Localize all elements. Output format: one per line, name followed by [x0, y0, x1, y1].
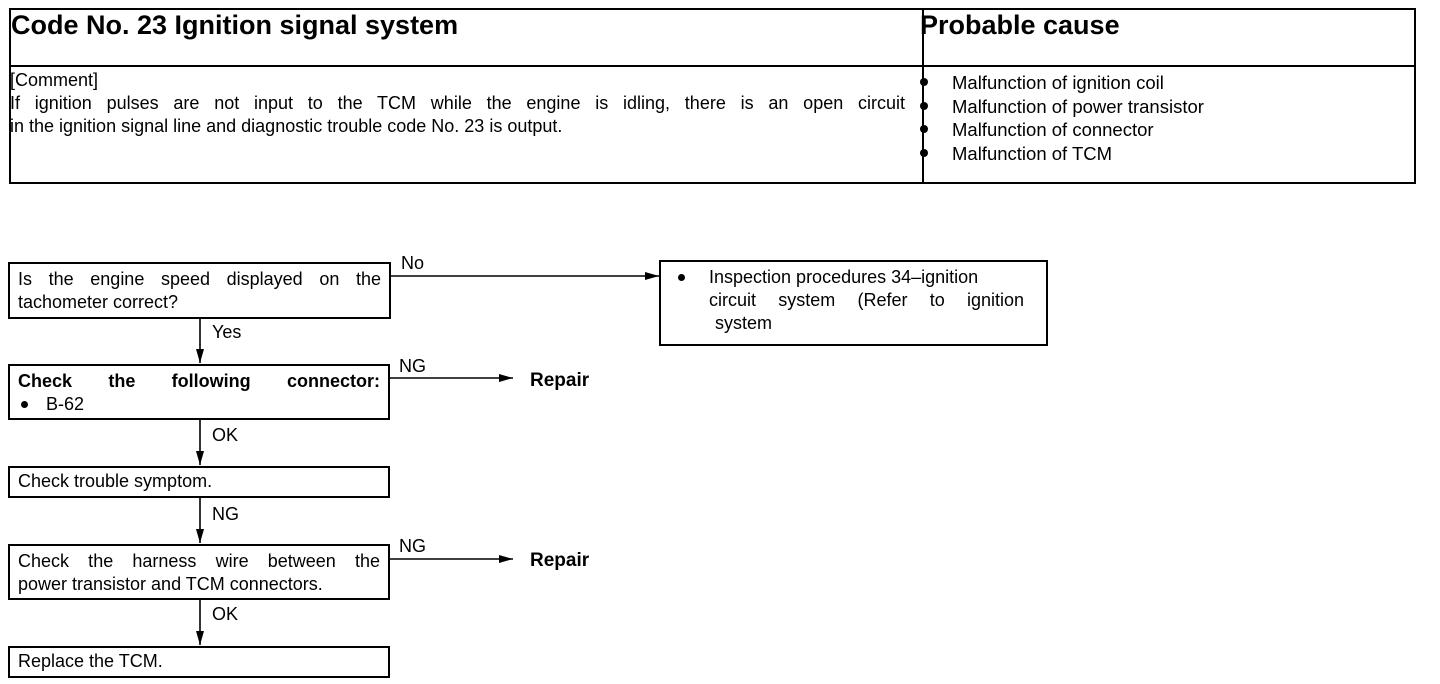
- label-ok-2: OK: [212, 604, 239, 624]
- step4-line1: Check the harness wire between the: [18, 551, 380, 571]
- inspection-procedure-box: Inspection procedures 34–ignition circui…: [659, 260, 1048, 346]
- label-ng-3: NG: [399, 536, 426, 556]
- cause-item: Malfunction of connector: [918, 118, 1204, 142]
- step1-line1: Is the engine speed displayed on the: [18, 269, 381, 289]
- comment-text-line1: If ignition pulses are not input to the …: [10, 93, 905, 113]
- table-column-divider: [922, 10, 924, 182]
- probable-cause-list: Malfunction of ignition coil Malfunction…: [918, 71, 1204, 165]
- step-engine-speed-question: Is the engine speed displayed on the tac…: [8, 262, 391, 319]
- table-row-divider: [11, 65, 1414, 67]
- step-replace-tcm: Replace the TCM.: [8, 646, 390, 678]
- cause-item: Malfunction of power transistor: [918, 95, 1204, 119]
- cause-item: Malfunction of ignition coil: [918, 71, 1204, 95]
- step1-line2: tachometer correct?: [18, 292, 179, 312]
- inspect-line1: Inspection procedures 34–ignition: [675, 266, 1046, 289]
- label-ng-2: NG: [212, 504, 239, 524]
- comment-text-line2: in the ignition signal line and diagnost…: [10, 116, 563, 136]
- label-yes: Yes: [212, 322, 242, 342]
- label-ok-1: OK: [212, 425, 239, 445]
- probable-cause-header: Probable cause: [920, 10, 1120, 40]
- inspect-line2: circuit system (Refer to ignition: [709, 290, 1024, 310]
- step4-line2: power transistor and TCM connectors.: [18, 574, 323, 594]
- step-check-harness-wire: Check the harness wire between the power…: [8, 544, 390, 600]
- repair-label-1: Repair: [530, 370, 590, 391]
- step2-bullet: B-62: [18, 393, 388, 416]
- label-ng-1: NG: [399, 356, 426, 376]
- cause-item: Malfunction of TCM: [918, 142, 1204, 166]
- code-title: Code No. 23 Ignition signal system: [11, 10, 459, 40]
- step-check-connector: Check the following connector: B-62: [8, 364, 390, 420]
- step5-text: Replace the TCM.: [18, 651, 163, 671]
- step-check-trouble-symptom: Check trouble symptom.: [8, 466, 390, 498]
- comment-block: [Comment] If ignition pulses are not inp…: [10, 69, 905, 138]
- step2-line1: Check the following connector:: [18, 371, 380, 391]
- label-no: No: [401, 253, 425, 273]
- comment-label: [Comment]: [10, 70, 99, 90]
- step3-text: Check trouble symptom.: [18, 471, 213, 491]
- inspect-line3: system: [715, 313, 773, 333]
- diagnosis-table: [9, 8, 1416, 184]
- repair-label-2: Repair: [530, 550, 590, 571]
